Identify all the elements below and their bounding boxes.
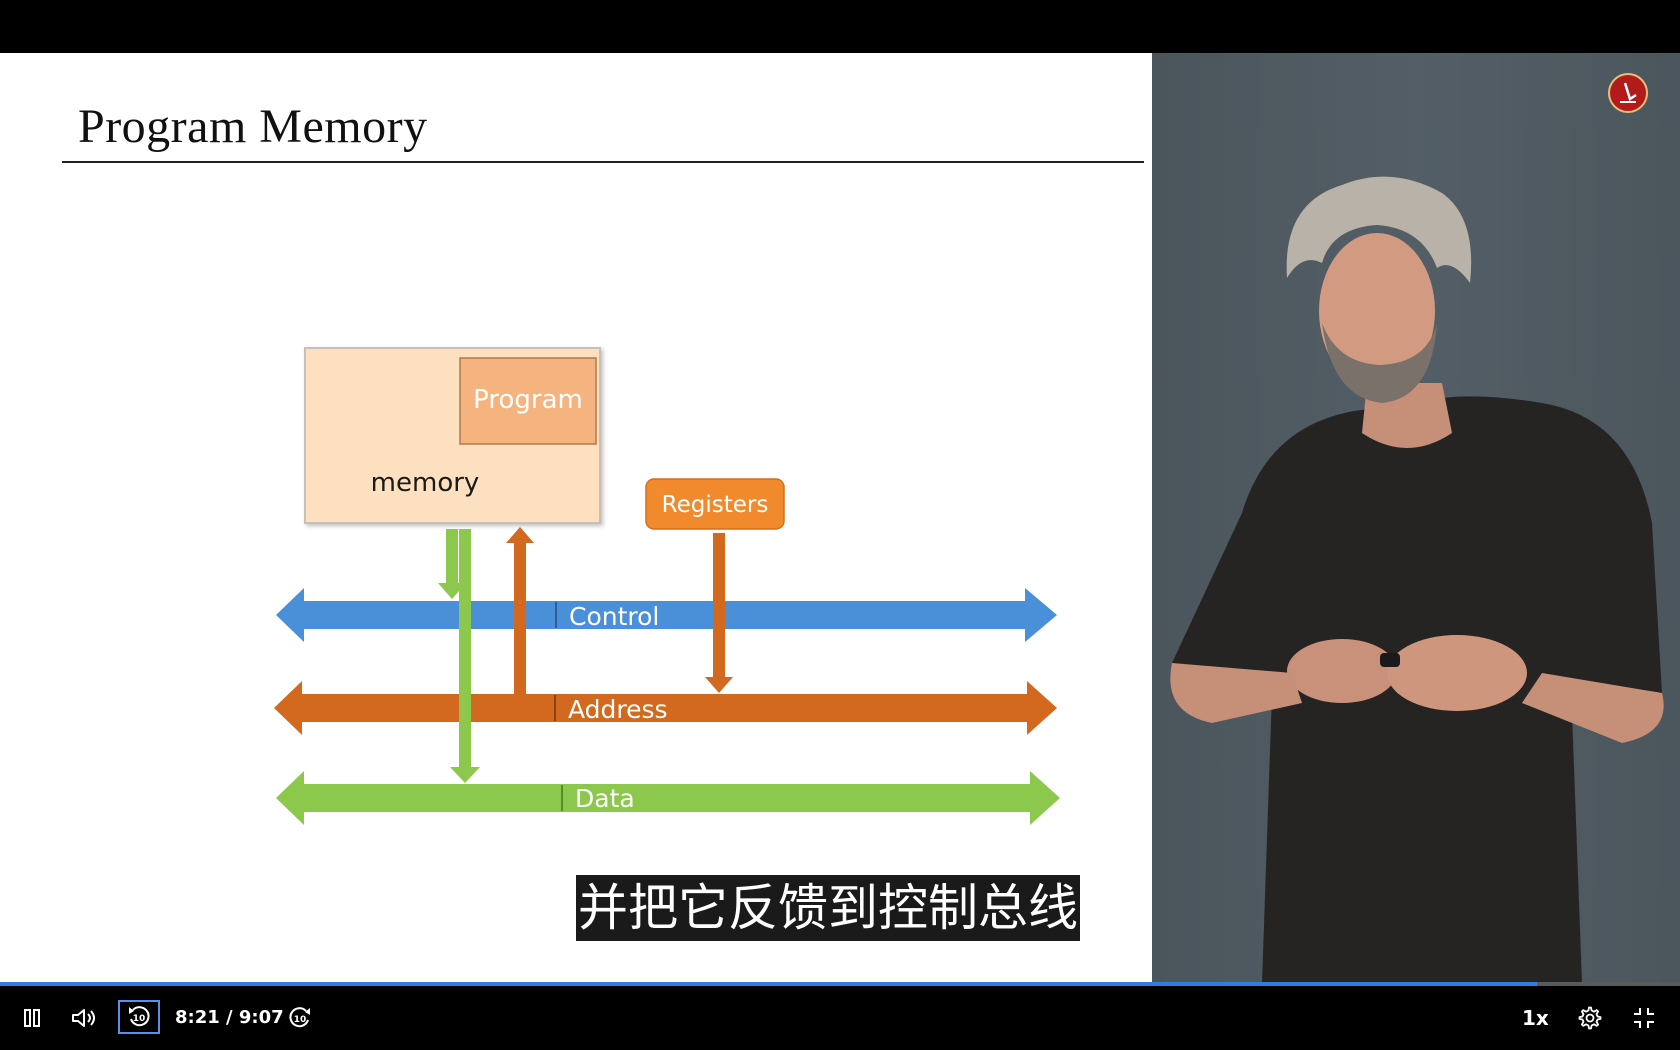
forward-10-button[interactable]: 10 xyxy=(284,1002,316,1034)
data-bus xyxy=(276,771,1060,825)
progress-bar[interactable] xyxy=(0,982,1680,986)
exit-fullscreen-icon xyxy=(1634,1008,1654,1028)
rewind-10-icon: 10 xyxy=(129,1006,150,1027)
memory-to-data-arrow xyxy=(450,529,480,783)
rewind-10-button[interactable]: 10 xyxy=(118,1000,160,1034)
program-box xyxy=(459,357,597,445)
volume-icon xyxy=(72,1009,95,1027)
program-label: Program xyxy=(473,385,583,415)
progress-fill xyxy=(0,982,1538,986)
registers-label: Registers xyxy=(662,492,769,518)
speaker-video xyxy=(1152,53,1680,983)
lecture-slide: Program Memory Program memory Registers … xyxy=(0,53,1152,983)
subtitle-caption: 并把它反馈到控制总线 xyxy=(576,875,1080,941)
time-display: 8:21 / 9:07 xyxy=(175,1007,284,1028)
speaker-hair xyxy=(1286,176,1472,283)
registers-box xyxy=(645,478,785,530)
video-player[interactable]: Program Memory Program memory Registers … xyxy=(0,53,1680,983)
svg-text:10: 10 xyxy=(133,1014,146,1024)
svg-text:10: 10 xyxy=(294,1015,307,1025)
data-bus-label: Data xyxy=(575,784,635,813)
address-bus-label: Address xyxy=(568,695,668,724)
forward-10-icon: 10 xyxy=(289,1007,310,1028)
speaker-head xyxy=(1319,233,1435,389)
speaker-figure xyxy=(1170,73,1664,983)
address-to-memory-arrow xyxy=(506,527,534,695)
pause-icon xyxy=(24,1009,40,1027)
playback-speed-button[interactable]: 1x xyxy=(1522,1006,1549,1030)
pause-button[interactable] xyxy=(18,1002,46,1034)
title-divider xyxy=(62,161,1144,163)
memory-to-control-arrow xyxy=(438,529,466,599)
memory-label: memory xyxy=(371,468,480,498)
volume-button[interactable] xyxy=(68,1002,100,1034)
bus-diagram: Program memory Registers Control Address xyxy=(274,347,1060,825)
slide-title: Program Memory xyxy=(78,100,428,153)
channel-logo-icon xyxy=(1608,73,1648,113)
exit-fullscreen-button[interactable] xyxy=(1628,1002,1660,1034)
settings-button[interactable] xyxy=(1574,1002,1606,1034)
registers-to-address-arrow xyxy=(705,533,733,693)
control-bus xyxy=(276,588,1057,642)
control-bus-label: Control xyxy=(569,602,659,631)
player-controls: 10 8:21 / 9:07 10 1x xyxy=(0,986,1680,1050)
gear-icon xyxy=(1578,1006,1602,1030)
